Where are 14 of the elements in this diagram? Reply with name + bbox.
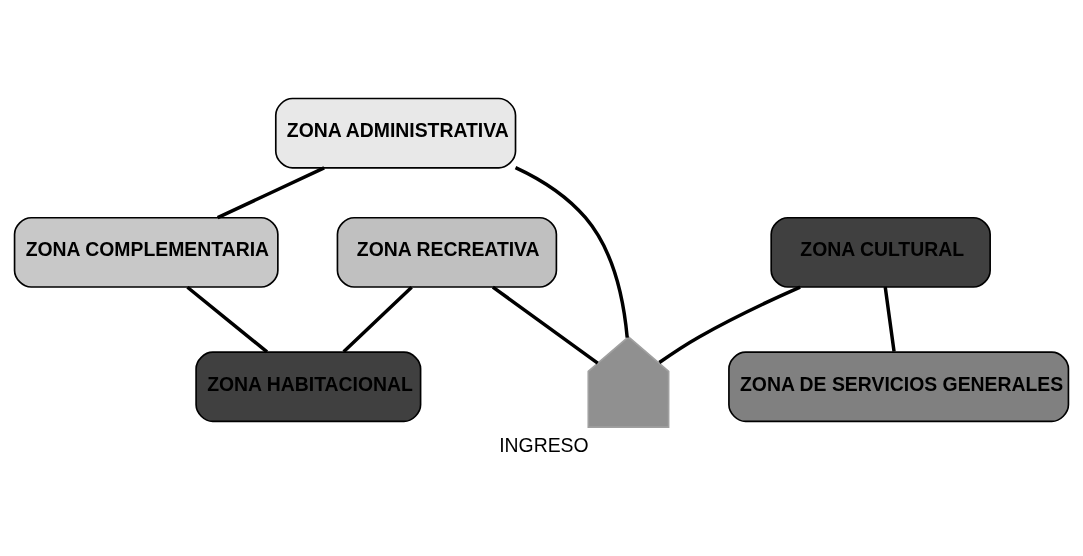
connector xyxy=(658,285,801,364)
connector xyxy=(883,286,896,352)
node-box: ZONA HABITACIONAL xyxy=(195,351,422,423)
node-box: ZONA DE SERVICIOS GENERALES xyxy=(728,351,1070,423)
connector xyxy=(514,166,629,338)
node-box: ZONA ADMINISTRATIVA xyxy=(274,97,517,169)
connector xyxy=(491,285,599,365)
connector xyxy=(216,166,325,220)
connector xyxy=(186,285,269,354)
node-box: ZONA RECREATIVA xyxy=(336,216,558,288)
node-box: ZONA CULTURAL xyxy=(770,216,991,288)
node-box: ZONA COMPLEMENTARIA xyxy=(13,216,279,288)
connector xyxy=(342,286,413,354)
node-label: INGRESO xyxy=(499,434,589,457)
